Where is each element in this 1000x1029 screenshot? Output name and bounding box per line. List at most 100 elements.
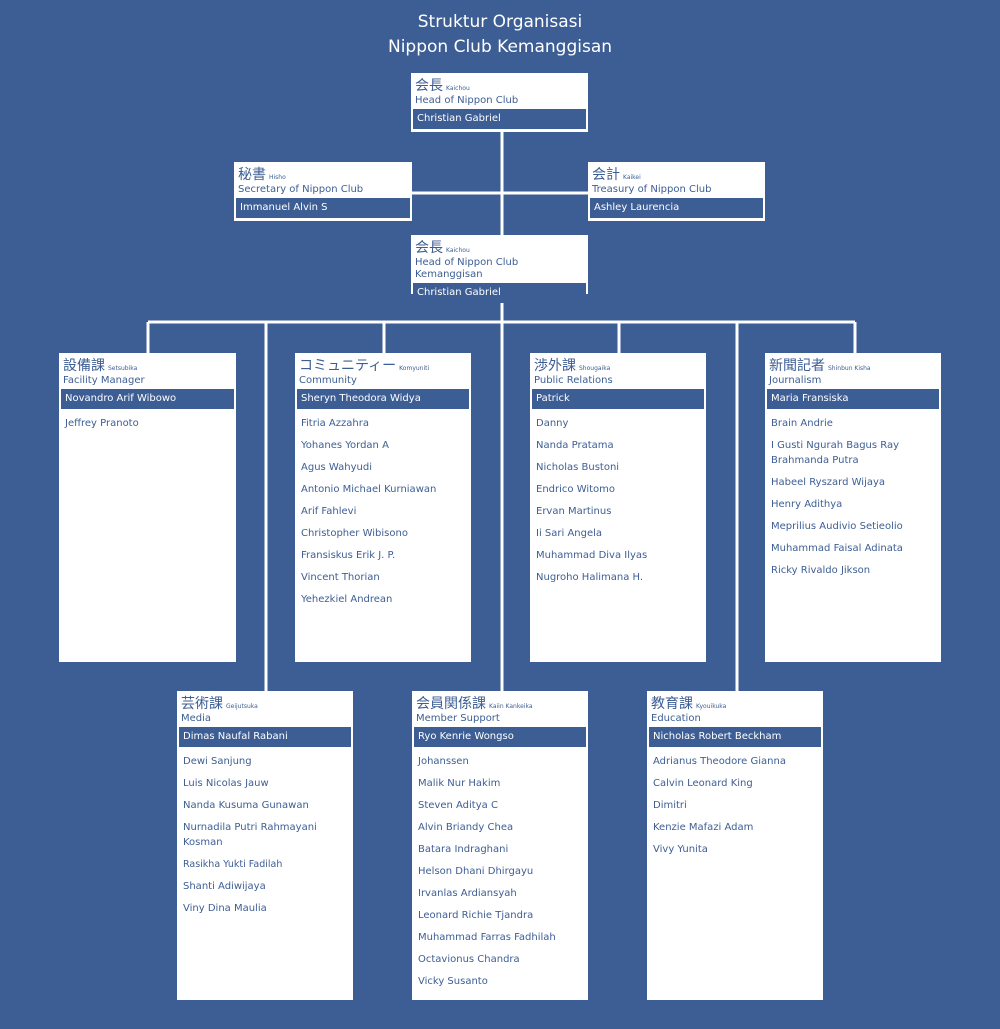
community-member: Fransiskus Erik J. P. [301,550,396,561]
facility-romaji: Setsubika [108,365,138,372]
education-role: Education [651,713,701,724]
community-member: Yohanes Yordan A [301,440,389,451]
education-romaji: Kyouikuka [696,703,727,710]
chart-subtitle: Nippon Club Kemanggisan [387,37,613,57]
public-relations-member: Nugroho Halimana H. [536,572,644,583]
media-romaji: Geijutsuka [226,703,258,710]
education-member: Calvin Leonard King [653,778,753,789]
head-club-role: Head of Nippon Club [415,95,519,106]
education-jp: 教育課 [651,696,693,712]
media-jp: 芸術課 [181,696,223,712]
head-branch-role: Head of Nippon Club Kemanggisan [415,257,519,280]
secretary-jp: 秘書 [238,167,266,183]
treasury-romaji: Kaikei [623,174,641,181]
community-member: Vincent Thorian [301,572,380,583]
member-support-role: Member Support [416,713,500,724]
community-member: Christopher Wibisono [301,528,408,539]
public-relations-member: Endrico Witomo [536,484,616,495]
education-leader: Nicholas Robert Beckham [649,727,821,747]
journalism-member: Muhammad Faisal Adinata [771,543,903,554]
member-support-romaji: Kaiin Kankeika [489,703,533,710]
facility-jp: 設備課 [63,358,105,374]
secretary-leader: Immanuel Alvin S [236,198,410,218]
member-support-member: Alvin Briandy Chea [418,822,514,833]
journalism-member: Henry Adithya [771,499,843,510]
journalism-member: Ricky Rivaldo Jikson [771,565,871,576]
head-club-romaji: Kaichou [446,85,470,92]
media-member: Luis Nicolas Jauw [183,778,269,789]
member-support-jp: 会員関係課 [416,696,486,712]
education-member: Adrianus Theodore Gianna [653,756,786,767]
treasury-leader: Ashley Laurencia [590,198,763,218]
member-support-member: Irvanlas Ardiansyah [418,888,517,899]
secretary-romaji: Hisho [269,174,286,181]
community-leader: Sheryn Theodora Widya [297,389,469,409]
community-member: Agus Wahyudi [301,462,373,473]
media-member: Nanda Kusuma Gunawan [183,800,309,811]
media-member: Shanti Adiwijaya [183,881,266,892]
treasury-role: Treasury of Nippon Club [592,184,712,195]
head-club-leader: Christian Gabriel [413,109,586,129]
education-member: Vivy Yunita [653,844,708,855]
journalism-romaji: Shinbun Kisha [828,365,871,372]
public-relations-role: Public Relations [534,375,613,386]
public-relations-member: Muhammad Diva Ilyas [536,550,648,561]
public-relations-leader: Patrick [532,389,704,409]
public-relations-romaji: Shougaika [579,365,611,372]
member-support-member: Vicky Susanto [418,976,488,987]
journalism-member: Habeel Ryszard Wijaya [771,477,886,488]
member-support-leader: Ryo Kenrie Wongso [414,727,586,747]
community-jp: コミュニティー [299,358,397,374]
education-member: Kenzie Mafazi Adam [653,822,754,833]
public-relations-member: Nicholas Bustoni [536,462,620,473]
journalism-role: Journalism [769,375,822,386]
member-support-member: Steven Aditya C [418,800,498,811]
member-support-member: Leonard Richie Tjandra [418,910,534,921]
community-member: Antonio Michael Kurniawan [301,484,437,495]
facility-member: Jeffrey Pranoto [65,418,139,429]
secretary-role: Secretary of Nippon Club [238,184,364,195]
head-branch-romaji: Kaichou [446,247,470,254]
journalism-jp: 新聞記者 [769,358,825,374]
facility-leader: Novandro Arif Wibowo [61,389,234,409]
media-role: Media [181,713,212,724]
community-romaji: Komyuniti [399,365,430,372]
media-member: Dewi Sanjung [183,756,252,767]
member-support-member: Batara Indraghani [418,844,509,855]
community-member: Arif Fahlevi [301,506,357,517]
public-relations-member: Danny [536,418,569,429]
journalism-member: I Gusti Ngurah Bagus Ray Brahmanda Putra [771,440,900,466]
public-relations-member: Ii Sari Angela [536,528,603,539]
journalism-member: Meprilius Audivio Setieolio [771,521,903,532]
community-member: Fitria Azzahra [301,418,369,429]
journalism-leader: Maria Fransiska [767,389,939,409]
public-relations-member: Ervan Martinus [536,506,612,517]
media-leader: Dimas Naufal Rabani [179,727,351,747]
member-support-member: Octavionus Chandra [418,954,520,965]
media-member: Viny Dina Maulia [183,903,267,914]
community-role: Community [299,375,357,386]
media-member: Nurnadila Putri Rahmayani Kosman [183,822,317,848]
head-branch-leader: Christian Gabriel [413,283,586,303]
facility-role: Facility Manager [63,375,145,386]
public-relations-jp: 渉外課 [534,358,576,374]
member-support-member: Helson Dhani Dhirgayu [418,866,534,877]
member-support-member: Johanssen [418,756,469,767]
media-member: Rasikha Yukti Fadilah [183,859,283,870]
treasury-jp: 会計 [592,167,620,183]
member-support-member: Muhammad Farras Fadhilah [418,932,556,943]
member-support-member: Malik Nur Hakim [418,778,501,789]
community-member: Yehezkiel Andrean [301,594,393,605]
head-branch-jp: 会長 [415,240,443,256]
